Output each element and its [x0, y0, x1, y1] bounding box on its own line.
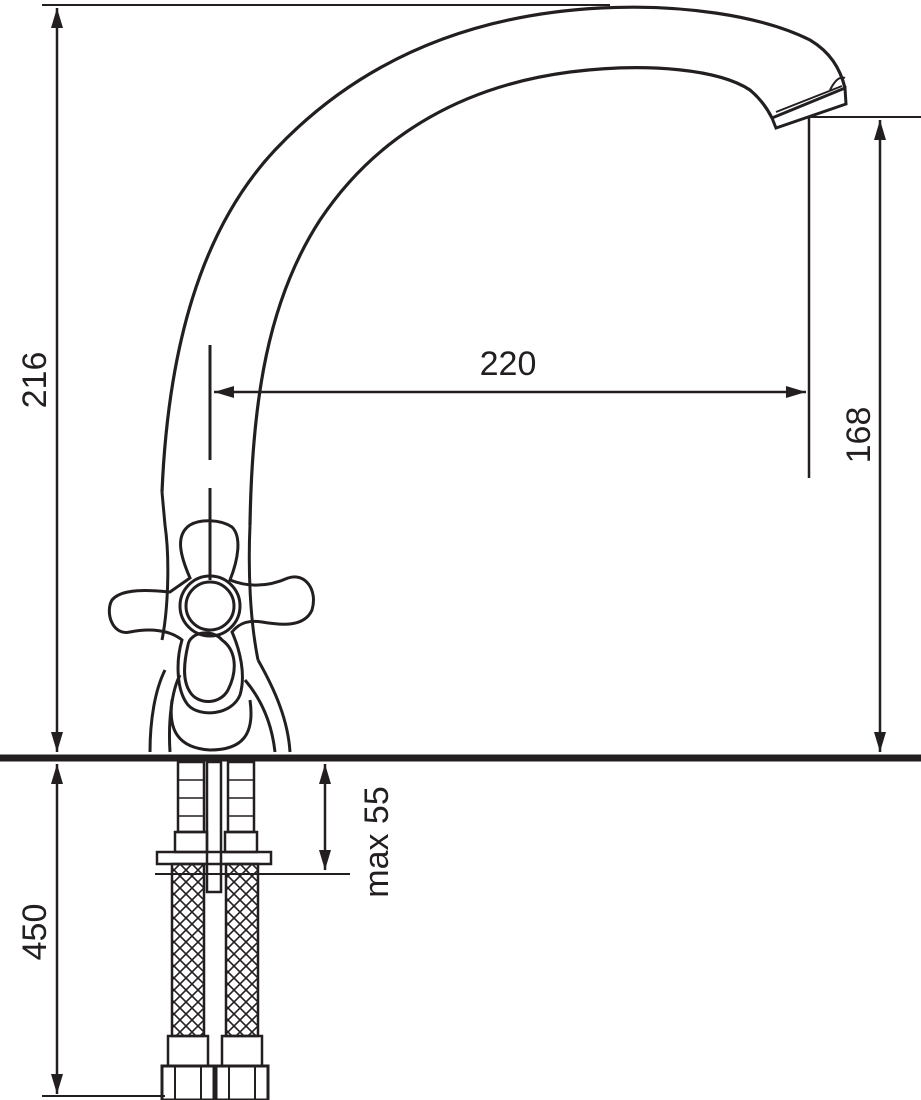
label-spout-reach: 220	[480, 345, 537, 383]
faucet-body	[148, 491, 292, 753]
dimension-spout-height: 168	[809, 116, 921, 752]
dimension-total-height: 216	[16, 4, 610, 752]
flexible-hose-left	[160, 862, 216, 1100]
mounting-assembly	[155, 760, 350, 894]
dimension-spout-reach: 220	[214, 118, 811, 478]
label-total-height: 216	[16, 352, 54, 409]
dimension-hose-length: 450	[16, 764, 165, 1097]
label-hose-length: 450	[16, 904, 54, 961]
dimension-deck-thickness: max 55	[319, 764, 396, 898]
label-deck-thickness: max 55	[358, 786, 396, 898]
flexible-hose-right	[214, 862, 270, 1100]
label-spout-height: 168	[840, 407, 878, 464]
spout	[160, 5, 848, 526]
